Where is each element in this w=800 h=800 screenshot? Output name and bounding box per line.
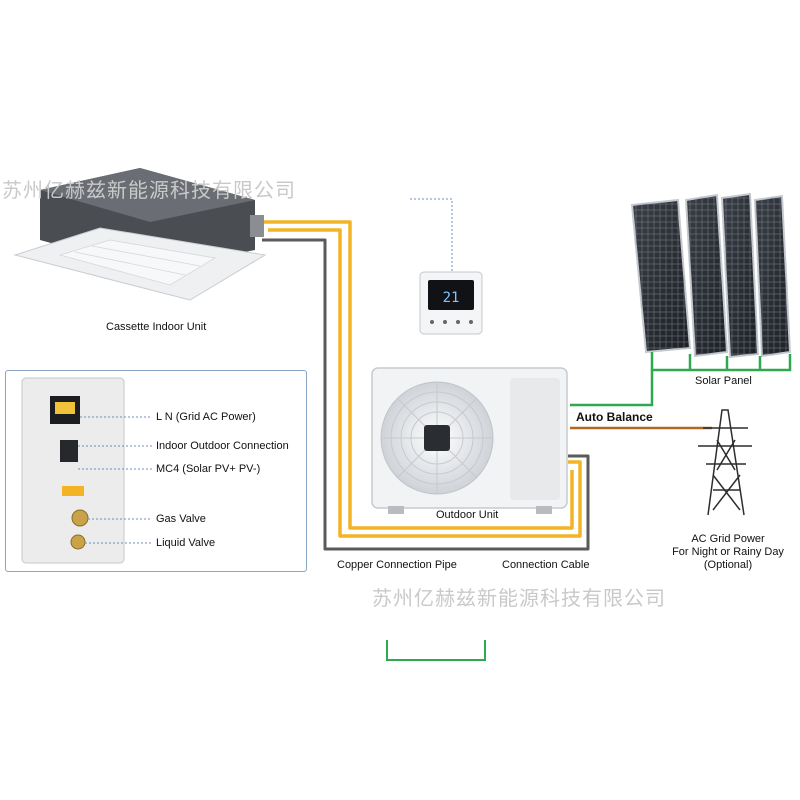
outdoor-unit-side-panel: [21, 377, 125, 564]
inset-callout-lines: [78, 416, 152, 544]
callout-gas-valve: Gas Valve: [156, 513, 206, 525]
callout-grid-ac-power: L N (Grid AC Power): [156, 411, 256, 423]
auto-balance-label: Auto Balance: [576, 410, 653, 424]
connection-cable-label: Connection Cable: [502, 559, 590, 571]
watermark-bottom: 苏州亿赫兹新能源科技有限公司: [372, 586, 666, 610]
solar-wiring: [570, 352, 792, 407]
outdoor-unit-label: Outdoor Unit: [436, 509, 499, 521]
grid-power-label: AC Grid Power: [691, 533, 765, 545]
grid-power-subtitle: For Night or Rainy Day: [672, 546, 784, 558]
outdoor-unit: [371, 367, 568, 514]
solar-panel: [684, 193, 729, 358]
callout-mc4: MC4 (Solar PV+ PV-): [156, 463, 261, 475]
thermostat-display: 21: [443, 290, 460, 306]
solar-panel: [630, 198, 692, 354]
indoor-unit-label: Cassette Indoor Unit: [106, 321, 207, 333]
solar-panel: [753, 194, 792, 358]
watermark-top: 苏州亿赫兹新能源科技有限公司: [2, 178, 296, 202]
copper-pipe-label: Copper Connection Pipe: [337, 559, 457, 571]
connection-cable: [262, 238, 590, 551]
power-tower: [698, 409, 752, 516]
thermostat: [419, 271, 483, 335]
callout-liquid-valve: Liquid Valve: [156, 537, 216, 549]
solar-panel: [720, 192, 760, 359]
grid-power-optional: (Optional): [703, 559, 753, 571]
copper-connection-pipe: [263, 220, 582, 538]
cassette-indoor-unit: [13, 168, 267, 301]
thermostat-signal-line: [410, 198, 453, 276]
inset-panel-frame: [5, 370, 307, 572]
solar-panel-label: Solar Panel: [695, 375, 752, 387]
solar-panel-array: [630, 192, 792, 359]
callout-indoor-outdoor-connection: Indoor Outdoor Connection: [156, 440, 289, 452]
bottom-bracket: [386, 640, 486, 661]
